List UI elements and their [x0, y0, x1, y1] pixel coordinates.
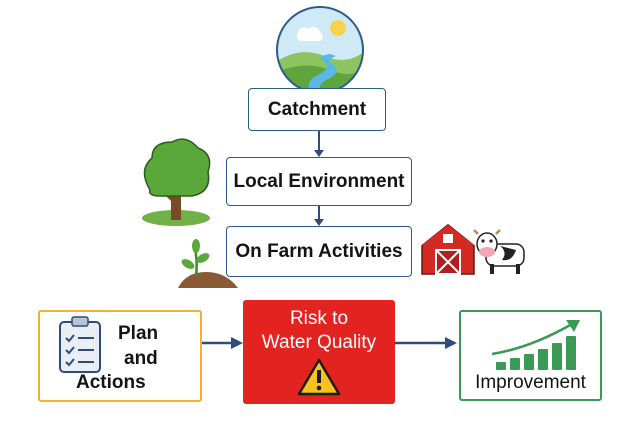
on-farm-activities-box: On Farm Activities [226, 226, 412, 277]
on-farm-activities-label: On Farm Activities [235, 240, 403, 262]
risk-line-2: Water Quality [261, 332, 377, 353]
plan-label: Plan [118, 323, 159, 344]
improvement-label: Improvement [475, 372, 586, 393]
catchment-label: Catchment [267, 98, 367, 120]
and-label: and [124, 348, 158, 369]
local-environment-box: Local Environment [226, 157, 412, 206]
catchment-box: Catchment [248, 88, 386, 131]
risk-line-1: Risk to [289, 308, 349, 329]
actions-label: Actions [76, 372, 146, 393]
local-environment-label: Local Environment [233, 170, 405, 192]
